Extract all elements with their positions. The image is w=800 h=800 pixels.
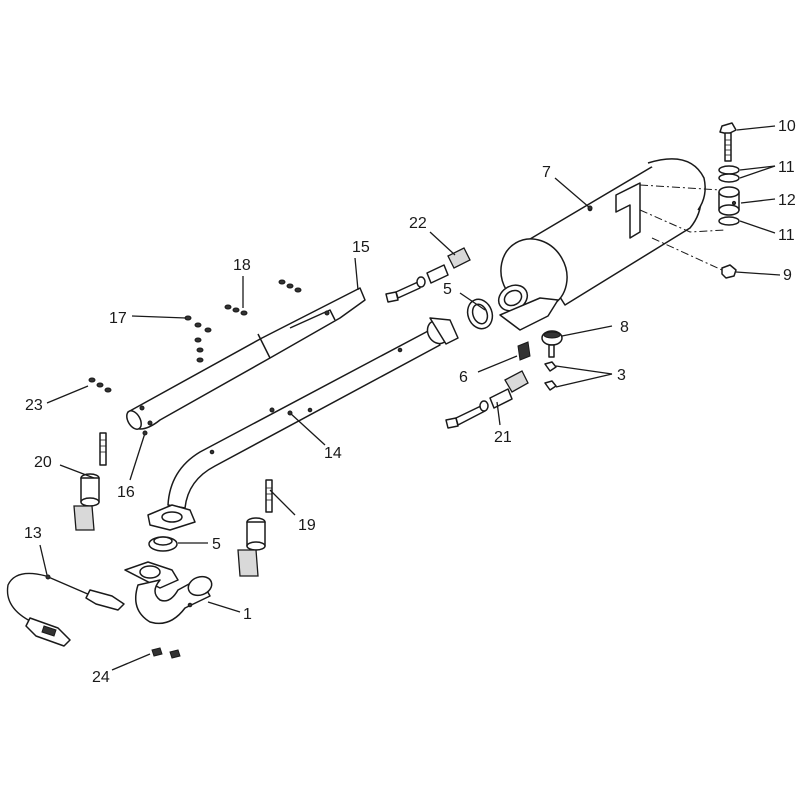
clips-24 [151,647,181,659]
callout-21: 21 [494,429,512,446]
bolt-spring-set-22 [385,247,471,303]
spring-holder [541,330,563,358]
callout-24: 24 [92,669,110,686]
callout-23: 23 [25,397,43,414]
stud-spring-set-19 [237,479,273,577]
screws-17 [184,315,212,363]
nut [721,264,737,279]
o2-sensor [6,572,125,647]
gasket-header [148,536,178,552]
callout-13: 13 [24,525,42,542]
bolt-spring-set-21 [445,370,529,429]
callout-3: 3 [617,367,626,384]
callout-5-header-gasket: 5 [212,536,221,553]
leader-lines [39,125,781,671]
header-pipe [124,561,213,625]
callout-20: 20 [34,454,52,471]
screws-23 [88,377,112,393]
gasket-muffler [466,298,494,330]
washer-upper [718,165,740,183]
callout-17: 17 [109,310,127,327]
screws-18 [224,279,302,316]
callout-11-upper: 11 [778,159,795,176]
clip-6 [517,341,531,361]
callout-11-lower: 11 [778,227,795,244]
callout-7: 7 [542,164,551,181]
callout-14: 14 [324,445,342,462]
callout-6: 6 [459,369,468,386]
callout-8: 8 [620,319,629,336]
callout-10: 10 [778,118,796,135]
mid-pipe [147,317,459,531]
callout-22: 22 [409,215,427,232]
callout-1: 1 [243,606,252,623]
callout-18: 18 [233,257,251,274]
washer-lower [718,216,740,226]
mount-bolt [719,122,737,162]
callout-15: 15 [352,239,370,256]
callout-19: 19 [298,517,316,534]
callout-16: 16 [117,484,135,501]
small-nuts-3 [544,361,557,391]
rubber-mount-grommet [718,186,740,216]
heat-shield [126,287,366,430]
callout-9: 9 [783,267,792,284]
muffler [497,158,706,331]
callout-5-muffler-gasket: 5 [443,281,452,298]
stud-spring-set-20 [73,432,107,531]
callout-12: 12 [778,192,796,209]
